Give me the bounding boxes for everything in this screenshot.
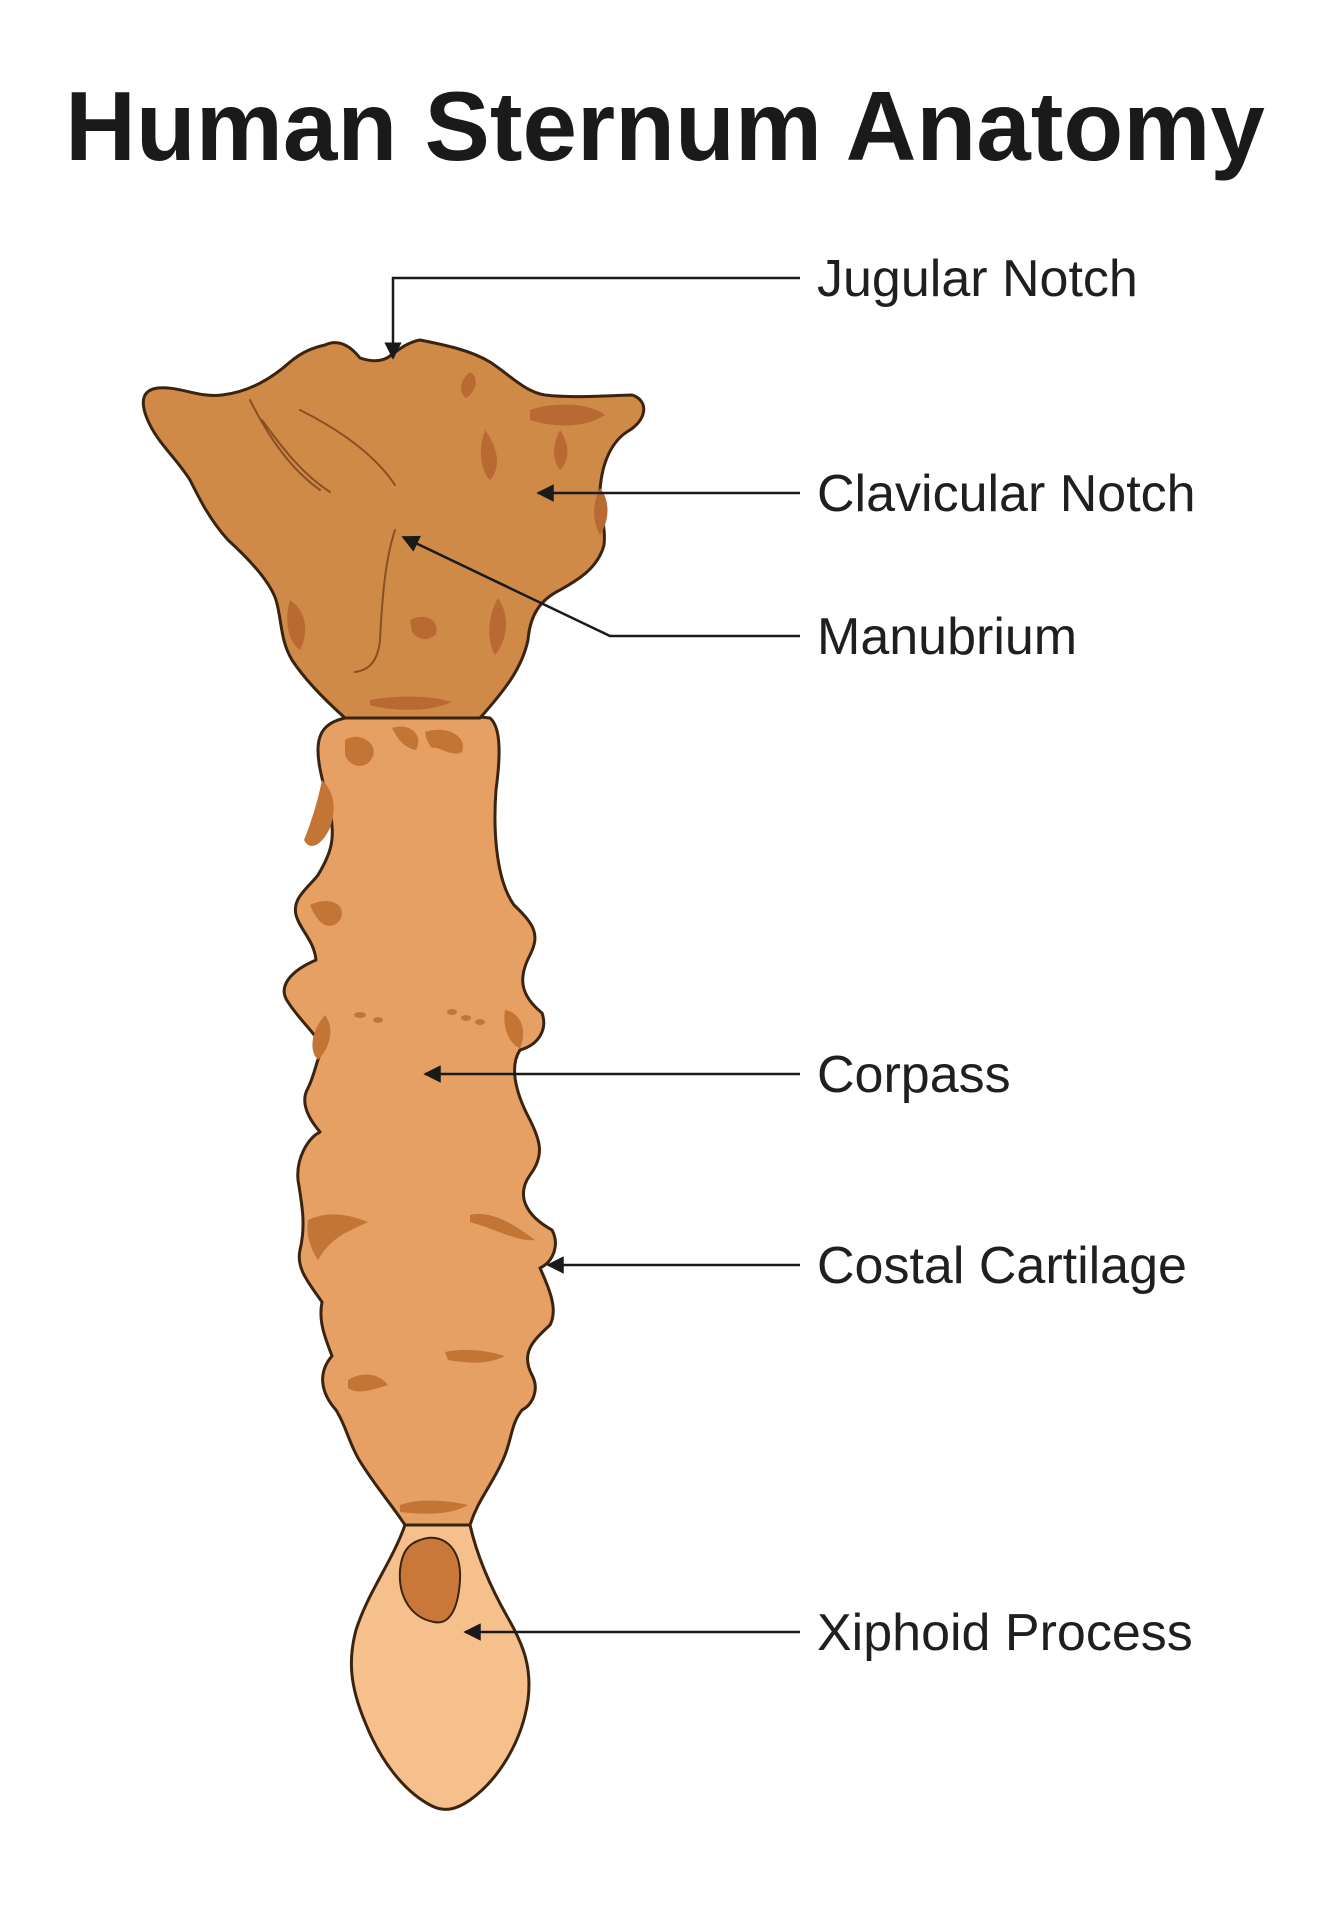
leader-lines (384, 276, 800, 1641)
body-surface-specks (354, 1009, 485, 1025)
labels: Jugular Notch Clavicular Notch Manubrium… (817, 250, 1196, 1662)
page-title: Human Sternum Anatomy (65, 71, 1265, 181)
xiphoid-ossification-mark (398, 1536, 462, 1624)
sternum-illustration (141, 338, 646, 1811)
label-costal-cartilage: Costal Cartilage (817, 1237, 1187, 1295)
body-surface-markings (304, 726, 535, 1514)
leader-jugular-notch (384, 276, 800, 360)
label-clavicular-notch: Clavicular Notch (817, 465, 1196, 523)
manubrium-surface-lines (249, 399, 396, 673)
manubrium-surface-markings (287, 372, 608, 710)
sternum-body-shape (282, 712, 557, 1527)
leader-manubrium (401, 535, 800, 638)
manubrium-shape (141, 338, 646, 720)
label-corpass: Corpass (817, 1046, 1011, 1104)
label-manubrium: Manubrium (817, 608, 1077, 666)
label-xiphoid-process: Xiphoid Process (817, 1604, 1193, 1662)
xiphoid-process-shape (349, 1523, 531, 1811)
label-jugular-notch: Jugular Notch (817, 250, 1138, 308)
